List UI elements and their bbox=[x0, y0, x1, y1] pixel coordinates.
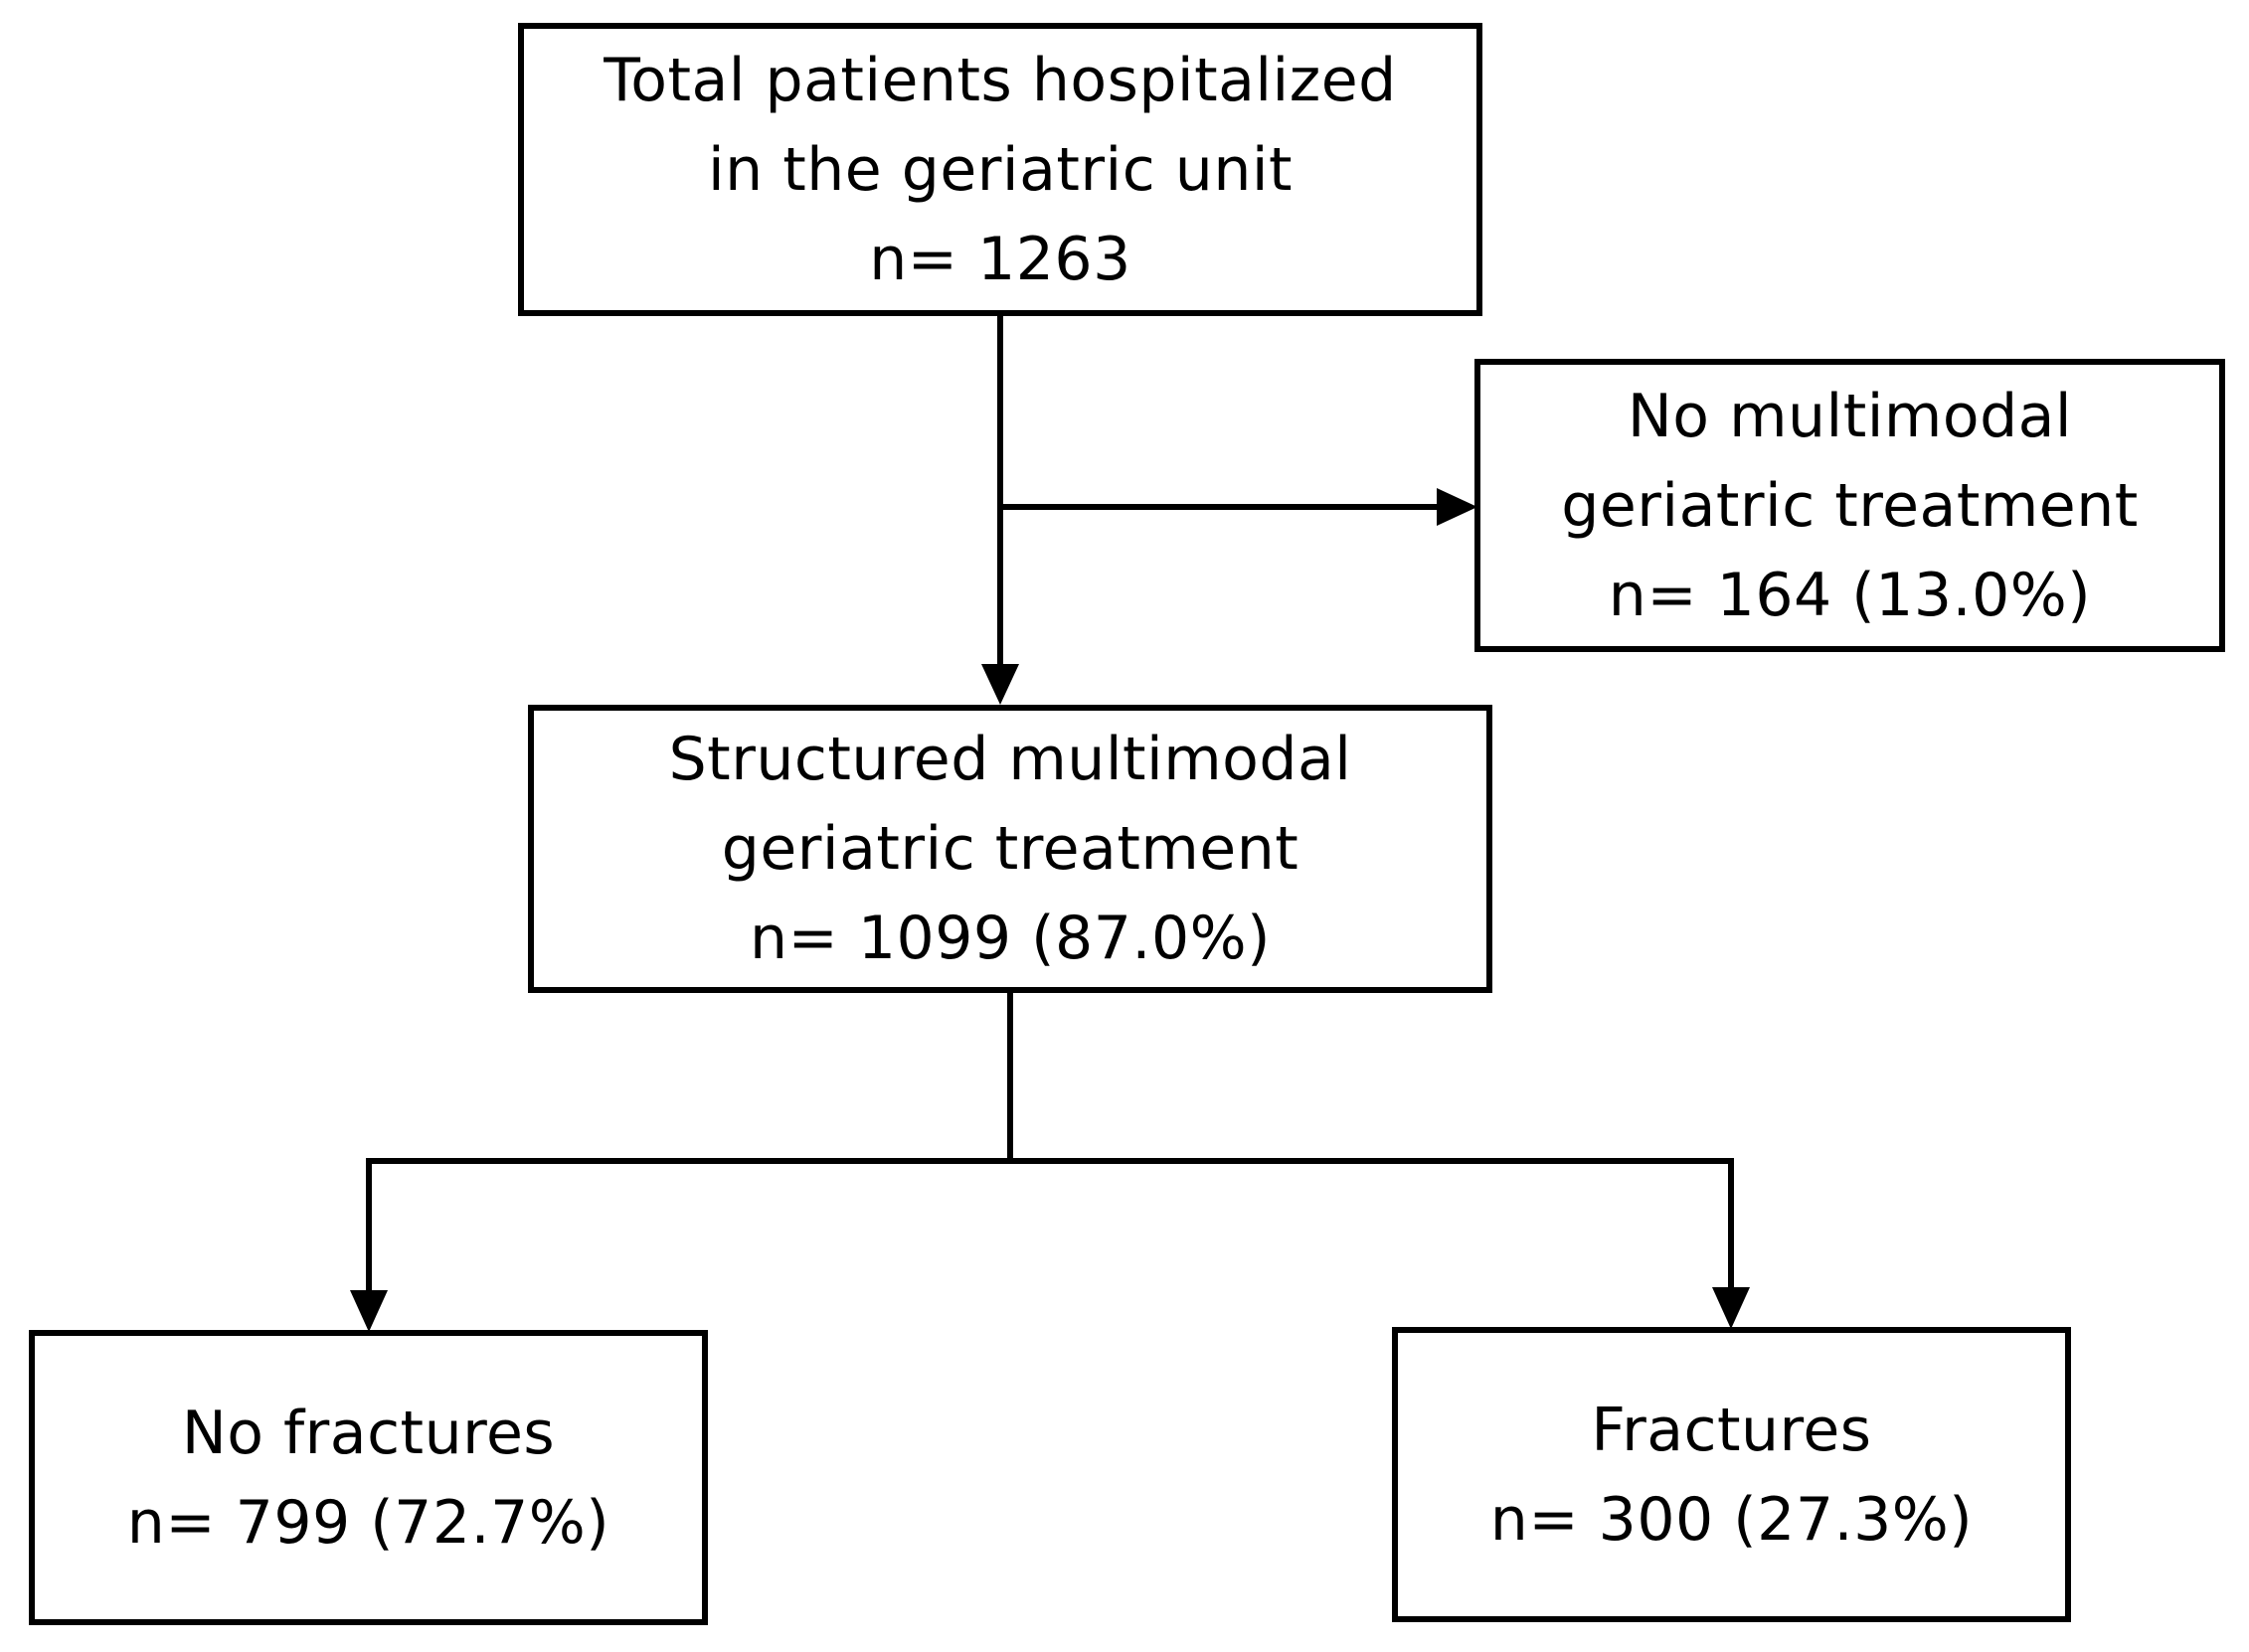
arrowhead-to-no-fractures bbox=[350, 1290, 388, 1332]
no-fractures-label: No fractures bbox=[181, 1398, 556, 1468]
no-fractures-count: n= 799 (72.7%) bbox=[126, 1487, 610, 1558]
total-patients-line-1: Total patients hospitalized bbox=[604, 45, 1397, 115]
fractures-count: n= 300 (27.3%) bbox=[1489, 1484, 1974, 1555]
arrowhead-to-no-multimodal bbox=[1437, 488, 1477, 526]
fractures-box: Fractures n= 300 (27.3%) bbox=[1392, 1327, 2071, 1622]
total-patients-count: n= 1263 bbox=[869, 224, 1131, 294]
no-multimodal-count: n= 164 (13.0%) bbox=[1608, 560, 2092, 630]
no-fractures-box: No fractures n= 799 (72.7%) bbox=[29, 1330, 708, 1625]
fractures-label: Fractures bbox=[1591, 1395, 1872, 1465]
arrowhead-to-fractures bbox=[1712, 1287, 1750, 1329]
structured-line-1: Structured multimodal bbox=[668, 725, 1352, 794]
no-multimodal-line-2: geriatric treatment bbox=[1561, 470, 2139, 541]
no-multimodal-line-1: No multimodal bbox=[1627, 381, 2073, 451]
arrowhead-to-structured bbox=[981, 664, 1019, 705]
total-patients-box: Total patients hospitalized in the geria… bbox=[518, 23, 1482, 316]
structured-line-2: geriatric treatment bbox=[721, 814, 1299, 884]
no-multimodal-treatment-box: No multimodal geriatric treatment n= 164… bbox=[1474, 359, 2225, 652]
structured-multimodal-treatment-box: Structured multimodal geriatric treatmen… bbox=[528, 705, 1492, 993]
structured-count: n= 1099 (87.0%) bbox=[749, 904, 1272, 973]
total-patients-line-2: in the geriatric unit bbox=[707, 134, 1294, 205]
